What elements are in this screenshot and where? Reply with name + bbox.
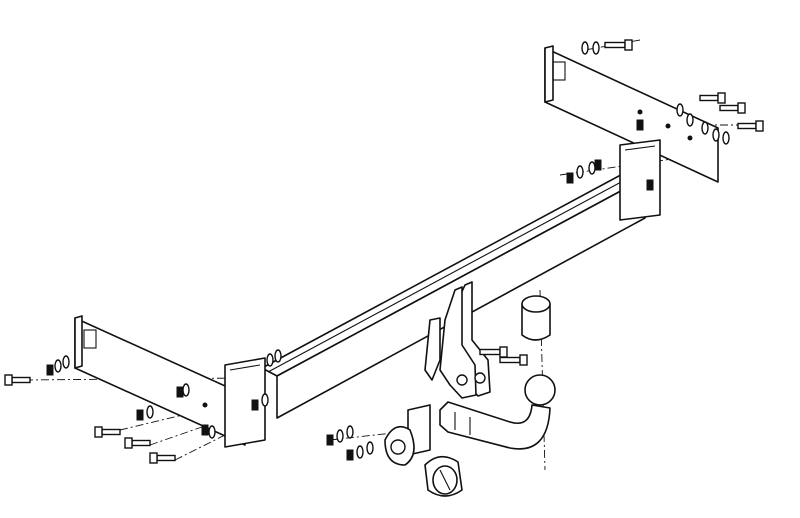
washer-icon xyxy=(266,353,274,367)
right-mounting-bracket xyxy=(544,45,719,183)
nut-icon xyxy=(46,364,54,376)
bolt-icon xyxy=(4,374,31,386)
towball-neck xyxy=(439,374,556,450)
washer-icon xyxy=(146,405,154,419)
nut-icon xyxy=(566,172,574,184)
washer-icon xyxy=(274,349,282,363)
bolt-icon xyxy=(149,452,176,464)
bolt-icon xyxy=(604,39,633,51)
washer-icon xyxy=(182,383,190,397)
bolt-icon xyxy=(124,437,151,449)
washer-icon xyxy=(722,131,730,145)
washer-icon xyxy=(592,41,600,55)
nut-icon xyxy=(594,159,602,171)
washer-icon xyxy=(54,359,62,373)
washer-icon xyxy=(701,121,709,135)
nut-icon xyxy=(201,424,209,436)
washer-icon xyxy=(208,425,216,439)
washer-icon xyxy=(712,128,720,142)
nut-icon xyxy=(176,386,184,398)
nut-icon xyxy=(136,409,144,421)
bolt-icon xyxy=(719,102,746,114)
nut-icon xyxy=(646,179,654,191)
washer-icon xyxy=(261,393,269,407)
nut-icon xyxy=(251,399,259,411)
bolt-icon xyxy=(737,120,764,132)
left-mounting-bracket xyxy=(74,315,246,446)
washer-icon xyxy=(588,161,596,175)
washer-icon xyxy=(576,165,584,179)
bolt-icon xyxy=(94,426,121,438)
washer-icon xyxy=(336,429,344,443)
nut-icon xyxy=(636,119,644,131)
electrical-socket xyxy=(424,455,463,497)
towball xyxy=(524,374,556,406)
washer-icon xyxy=(676,103,684,117)
socket-plate xyxy=(384,404,431,466)
washer-icon xyxy=(62,355,70,369)
bolt-icon xyxy=(479,346,508,358)
bolt-icon xyxy=(499,354,528,366)
main-cross-beam xyxy=(224,139,661,448)
washer-icon xyxy=(581,41,589,55)
ball-cover xyxy=(521,295,551,341)
bolts-and-nuts xyxy=(4,39,764,464)
washer-icon xyxy=(366,441,374,455)
washer-icon xyxy=(356,445,364,459)
nut-icon xyxy=(326,434,334,446)
tow-hitch-bracket xyxy=(424,281,491,399)
nut-icon xyxy=(346,449,354,461)
washer-icon xyxy=(686,113,694,127)
bolt-icon xyxy=(699,92,726,104)
washer-icon xyxy=(346,425,354,439)
